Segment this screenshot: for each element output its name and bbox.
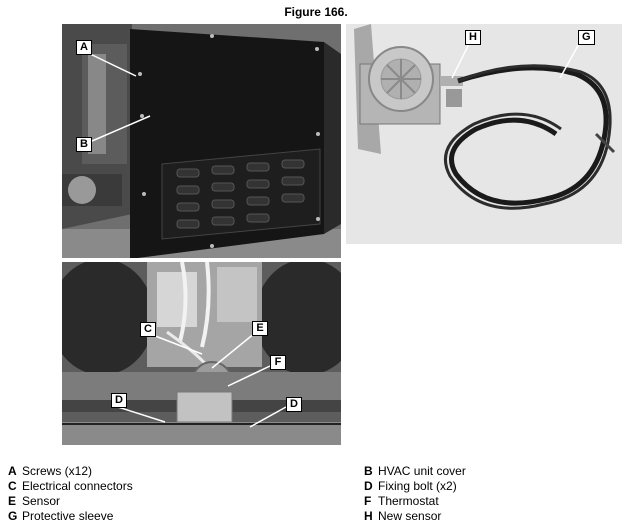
figure-title: Figure 166. bbox=[284, 5, 348, 19]
callout-h: H bbox=[465, 30, 481, 45]
photo-hvac-unit-cover bbox=[62, 24, 341, 258]
callout-d-right: D bbox=[286, 397, 302, 412]
callout-e: E bbox=[252, 321, 268, 336]
callout-c: C bbox=[140, 322, 156, 337]
photo-thermostat-assembly bbox=[62, 262, 341, 445]
callout-f: F bbox=[270, 355, 286, 370]
callout-b: B bbox=[76, 137, 92, 152]
callout-a: A bbox=[76, 40, 92, 55]
callout-g: G bbox=[578, 30, 595, 45]
photo-new-sensor bbox=[346, 24, 622, 244]
callout-d-left: D bbox=[111, 393, 127, 408]
